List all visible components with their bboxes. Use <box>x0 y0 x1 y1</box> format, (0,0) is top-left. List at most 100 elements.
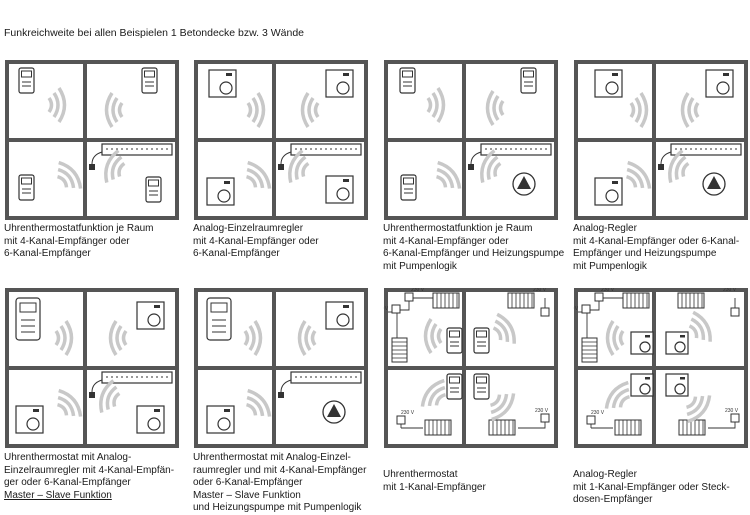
master-thermostat-icon <box>206 297 232 341</box>
radio-waves-icon <box>423 318 443 354</box>
radio-waves-icon <box>492 312 516 344</box>
radio-waves-icon <box>47 87 67 123</box>
receiver-strip-icon <box>89 371 173 398</box>
caption-1: Uhrenthermostatfunktion je Raum mit 4-Ka… <box>4 223 154 260</box>
analog-controller-icon <box>630 373 654 397</box>
caption-6: Uhrenthermostat mit Analog-Einzel- raumr… <box>193 452 367 514</box>
radio-waves-icon <box>245 388 272 417</box>
digital-thermostat-icon <box>400 174 417 201</box>
caption-2: Analog-Einzelraumregler mit 4-Kanal-Empf… <box>193 223 319 260</box>
analog-controller-icon <box>325 69 354 98</box>
heating-pump-icon <box>702 172 726 196</box>
diagram-panel-4 <box>574 60 748 220</box>
radio-waves-icon <box>108 320 128 356</box>
master-thermostat-icon <box>15 297 41 341</box>
plug-receiver-icon <box>404 292 414 302</box>
analog-controller-icon <box>136 301 165 330</box>
radio-waves-icon <box>668 149 690 183</box>
analog-controller-icon <box>325 175 354 204</box>
radio-waves-icon <box>485 90 505 126</box>
radiator-icon <box>677 292 705 309</box>
radio-waves-icon <box>420 378 447 407</box>
radio-waves-icon <box>56 388 83 417</box>
radio-waves-icon <box>680 92 700 128</box>
wiring-lines <box>388 297 546 429</box>
voltage-label: 230 V <box>411 288 425 293</box>
radio-waves-icon <box>435 160 462 189</box>
radiator-icon <box>622 292 650 309</box>
page-title: Funkreichweite bei allen Beispielen 1 Be… <box>4 27 305 39</box>
analog-controller-icon <box>665 373 689 397</box>
plug-receiver-icon <box>730 413 740 423</box>
wiring-lines <box>578 297 736 429</box>
radiator-vertical-icon <box>581 337 598 363</box>
analog-controller-icon <box>705 69 734 98</box>
radiator-icon <box>614 419 642 436</box>
voltage-label: 230 V <box>535 408 549 414</box>
analog-controller-icon <box>136 405 165 434</box>
radio-waves-icon <box>245 160 272 189</box>
analog-controller-icon <box>594 177 623 206</box>
analog-controller-icon <box>208 69 237 98</box>
radiator-icon <box>432 292 460 309</box>
digital-thermostat-icon <box>145 176 162 203</box>
heating-pump-icon <box>322 400 346 424</box>
diagram-panel-8: 230 V 230 V 230 V 230 V 230 V <box>573 288 748 448</box>
caption-7: Uhrenthermostat mit 1-Kanal-Empfänger <box>383 469 486 493</box>
radiator-vertical-icon <box>391 337 408 363</box>
radio-waves-icon <box>629 92 649 128</box>
analog-controller-icon <box>325 301 354 330</box>
diagram-panel-3 <box>384 60 558 220</box>
voltage-label: 230 V <box>725 408 739 414</box>
digital-thermostat-icon <box>446 373 463 400</box>
digital-thermostat-icon <box>141 67 158 94</box>
radio-waves-icon <box>104 149 126 183</box>
digital-thermostat-icon <box>18 174 35 201</box>
radio-waves-icon <box>685 395 712 424</box>
diagram-panel-1 <box>5 60 179 220</box>
heating-pump-icon <box>512 172 536 196</box>
digital-thermostat-icon <box>520 67 537 94</box>
radiator-icon <box>488 419 516 436</box>
caption-5: Uhrenthermostat mit Analog- Einzelraumre… <box>4 452 175 501</box>
receiver-strip-icon <box>278 143 362 170</box>
radio-waves-icon <box>288 149 310 183</box>
diagram-panel-6 <box>194 288 368 448</box>
radio-waves-icon <box>604 380 631 409</box>
plug-receiver-icon <box>594 292 604 302</box>
radio-waves-icon <box>243 320 263 356</box>
analog-controller-icon <box>594 69 623 98</box>
radiator-icon <box>678 419 706 436</box>
radio-waves-icon <box>56 160 83 189</box>
radio-waves-icon <box>688 310 712 342</box>
plug-receiver-icon <box>586 415 596 425</box>
digital-thermostat-icon <box>473 373 490 400</box>
receiver-strip-icon <box>89 143 173 170</box>
digital-thermostat-icon <box>18 67 35 94</box>
voltage-label: 230 V <box>591 410 605 416</box>
voltage-label: 230 V <box>401 410 415 416</box>
analog-controller-icon <box>665 331 689 355</box>
radio-waves-icon <box>300 92 320 128</box>
analog-controller-icon <box>630 331 654 355</box>
radiator-icon <box>507 292 535 309</box>
diagram-panel-5 <box>5 288 179 448</box>
radio-waves-icon <box>480 149 502 183</box>
analog-controller-icon <box>206 405 235 434</box>
digital-thermostat-icon <box>399 67 416 94</box>
radio-waves-icon <box>605 320 625 356</box>
plug-receiver-icon <box>540 413 550 423</box>
analog-controller-icon <box>15 405 44 434</box>
radio-waves-icon <box>625 160 652 189</box>
receiver-strip-icon <box>278 371 362 398</box>
caption-4: Analog-Regler mit 4-Kanal-Empfänger oder… <box>573 223 740 272</box>
plug-receiver-icon <box>730 307 740 317</box>
digital-thermostat-icon <box>446 327 463 354</box>
diagram-panel-7: 230 V 230 V 230 V 230 V 230 V <box>383 288 558 448</box>
voltage-label: 230 V <box>573 306 579 312</box>
plug-receiver-icon <box>581 304 591 314</box>
voltage-label: 230 V <box>723 288 737 293</box>
radio-waves-icon <box>104 92 124 128</box>
caption-8: Analog-Regler mit 1-Kanal-Empfänger oder… <box>573 469 730 506</box>
radio-waves-icon <box>426 87 446 123</box>
